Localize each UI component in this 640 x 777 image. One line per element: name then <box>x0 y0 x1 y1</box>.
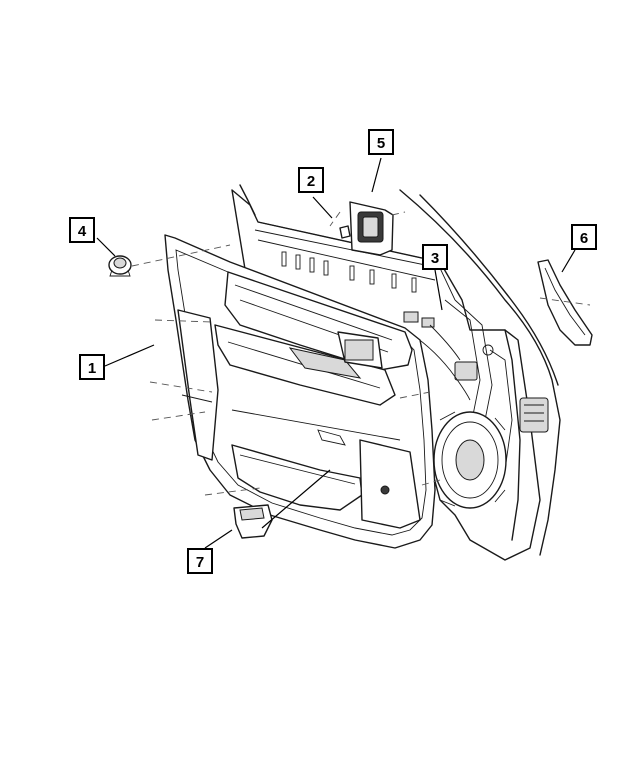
callout-7-label: 7 <box>196 554 204 571</box>
callout-1: 1 <box>79 354 105 380</box>
callout-6-label: 6 <box>580 230 588 247</box>
leader-lines <box>96 157 576 549</box>
upper-panel-slots <box>281 251 417 293</box>
callout-3-label: 3 <box>431 250 439 267</box>
callout-7: 7 <box>187 548 213 574</box>
wiring-harness <box>403 311 494 401</box>
handle-cup <box>337 331 383 369</box>
callout-2: 2 <box>298 167 324 193</box>
door-handle-bezel-part-5 <box>349 201 394 256</box>
callout-3: 3 <box>422 244 448 270</box>
callout-4-label: 4 <box>78 223 87 240</box>
assembly-lines <box>131 211 591 496</box>
callout-4: 4 <box>69 217 95 243</box>
sail-trim-part-6 <box>537 259 593 346</box>
storage-insert-part-7 <box>233 504 273 539</box>
callout-1-label: 1 <box>88 360 96 377</box>
callout-5: 5 <box>368 129 394 155</box>
callout-2-label: 2 <box>307 173 315 190</box>
callout-5-label: 5 <box>377 135 385 152</box>
belt-molding-part-2 <box>257 221 441 263</box>
door-speaker <box>433 411 507 509</box>
callout-6: 6 <box>571 224 597 250</box>
push-pin-part-4 <box>108 255 132 277</box>
